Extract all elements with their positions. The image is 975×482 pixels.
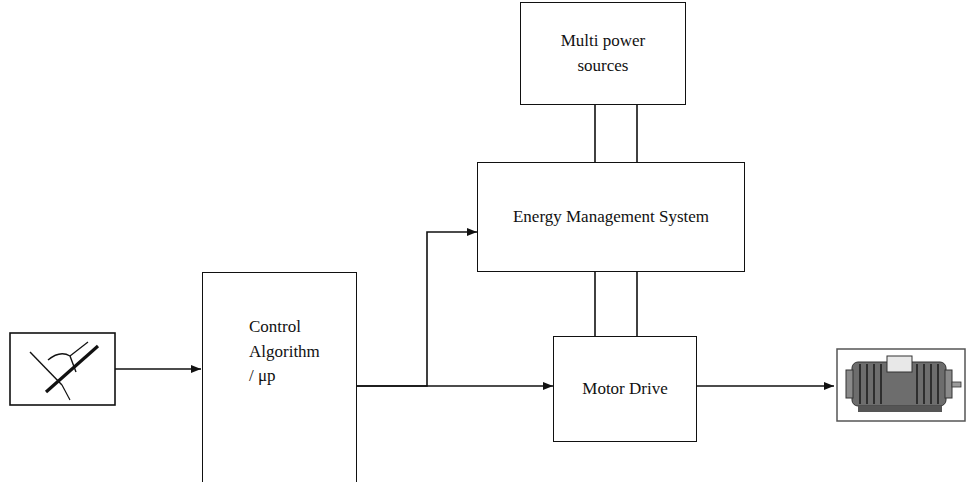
box-label: Control Algorithm / μp [249,315,323,389]
connector [594,105,596,162]
power-source-box: Multi power sources [520,2,686,105]
motor-arrow [697,385,834,387]
pedal-arrow [115,368,201,370]
connector [594,272,596,336]
motor-drive-box: Motor Drive [553,336,697,442]
box-label: Energy Management System [513,205,709,230]
motor-icon [837,349,965,421]
energy-management-box: Energy Management System [477,162,745,272]
box-label: Multi power sources [543,29,663,78]
connector [636,272,638,336]
connector [357,385,553,387]
connector [636,105,638,162]
connector [357,232,477,386]
box-label: Motor Drive [582,377,667,402]
pedal-icon [10,333,115,405]
control-box: Control Algorithm / μp [202,272,357,482]
